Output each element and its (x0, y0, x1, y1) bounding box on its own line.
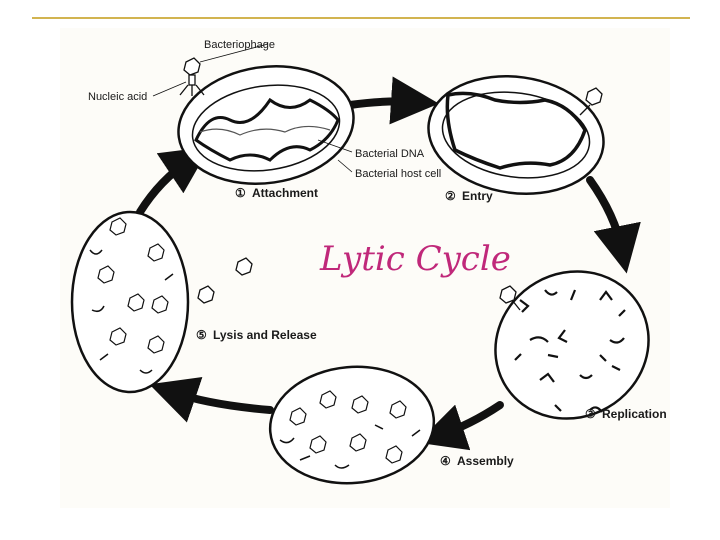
header-rule (32, 17, 690, 19)
bacterial-dna-strand (194, 97, 340, 162)
step-3-label: Replication (602, 407, 667, 421)
bacterial-host-cell-label: Bacterial host cell (355, 168, 441, 180)
step-5-label: Lysis and Release (213, 328, 317, 342)
step-2-number: ② (445, 189, 456, 203)
step-5-number: ⑤ (196, 328, 207, 342)
released-phage-icon (197, 257, 253, 304)
bacteriophage-label: Bacteriophage (204, 39, 275, 51)
entry-cell (427, 75, 605, 195)
attachment-cell (177, 65, 355, 185)
step-1-number: ① (235, 186, 246, 200)
replication-phage-icon (499, 285, 521, 311)
nucleic-acid-label: Nucleic acid (88, 91, 147, 103)
entry-phage-icon (579, 87, 603, 116)
bacteriophage-icon (179, 57, 205, 96)
arrow-entry-to-replication (586, 176, 641, 274)
arrow-attachment-to-entry (346, 76, 439, 125)
step-4-number: ④ (440, 454, 451, 468)
cycle-arrows (136, 76, 641, 451)
step-4-label: Assembly (457, 454, 514, 468)
replication-cell (494, 270, 650, 420)
assembly-cell (268, 365, 436, 485)
bacterial-dna-label: Bacterial DNA (355, 148, 425, 160)
step-2-label: Entry (462, 189, 493, 203)
step-3-number: ③ (585, 407, 596, 421)
arrow-lysis-to-attachment (136, 146, 210, 216)
lysis-cell (70, 210, 190, 394)
arrow-assembly-to-lysis (149, 377, 274, 423)
step-1-label: Attachment (252, 186, 318, 200)
handwritten-title: Lytic Cycle (319, 239, 511, 279)
arrow-replication-to-assembly (417, 401, 504, 451)
